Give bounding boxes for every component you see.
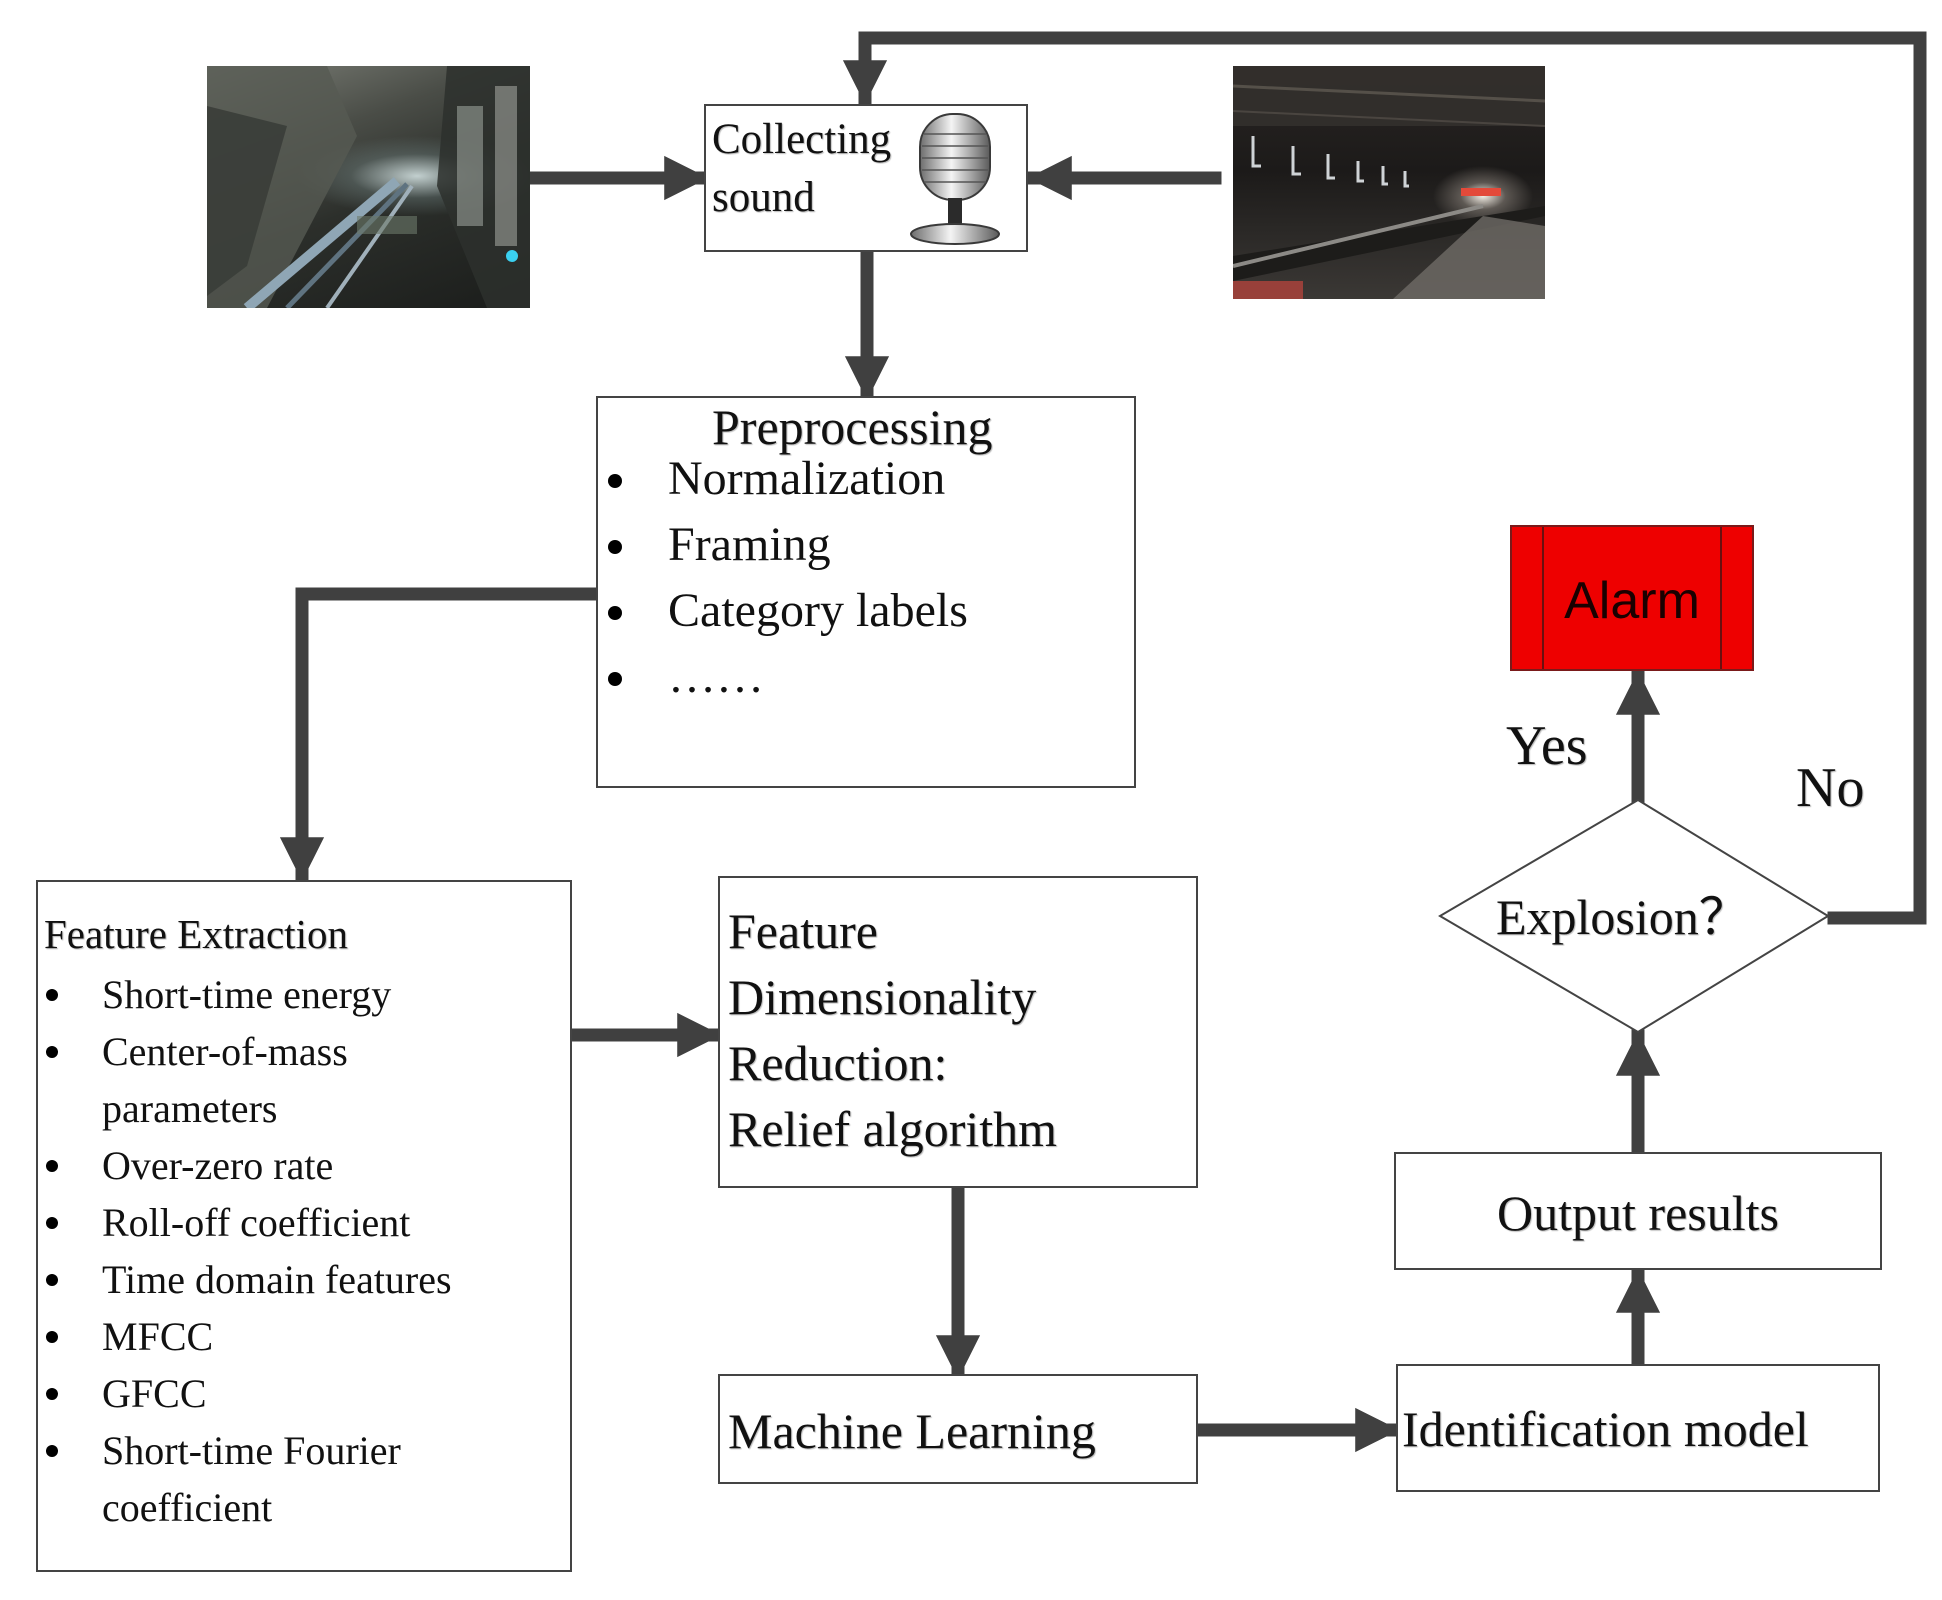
tunnel-scene-right-art [1233, 66, 1545, 299]
preprocessing-box: Preprocessing Normalization Framing Cate… [596, 396, 1136, 788]
feature-item: Short-time energy [38, 966, 452, 1023]
identification-model-box: Identification model [1396, 1364, 1880, 1492]
alarm-box: Alarm [1510, 525, 1754, 671]
feature-extraction-title: Feature Extraction [44, 911, 348, 957]
dimensionality-reduction-box: Feature Dimensionality Reduction: Relief… [718, 876, 1198, 1188]
alarm-right-stripe [1720, 527, 1722, 669]
reduction-line2: Dimensionality [728, 969, 1037, 1025]
mine-conveyor-photo-right [1233, 66, 1545, 299]
feature-item: Over-zero rate [38, 1137, 452, 1194]
output-results-box: Output results [1394, 1152, 1882, 1270]
alarm-left-stripe [1542, 527, 1544, 669]
arrow-decision-no-loop-to-collect [842, 31, 1927, 925]
collecting-sound-line1: Collecting [712, 116, 892, 163]
feature-item: Roll-off coefficient [38, 1194, 452, 1251]
arrow-preprocessing-to-feature-extraction [279, 587, 607, 884]
reduction-line3: Reduction: [728, 1035, 948, 1091]
collecting-sound-box: Collecting sound [704, 104, 1028, 252]
collecting-sound-line2: sound [712, 174, 815, 221]
output-results-label: Output results [1497, 1185, 1779, 1241]
feature-item: Center-of-mass parameters [38, 1023, 452, 1137]
preprocessing-item: Normalization [598, 450, 968, 516]
feature-item: GFCC [38, 1365, 452, 1422]
decision-diamond [1438, 798, 1830, 1034]
feature-item: Time domain features [38, 1251, 452, 1308]
identification-model-label: Identification model [1402, 1401, 1809, 1457]
edge-label-no: No [1796, 757, 1865, 819]
alarm-label: Alarm [1564, 572, 1700, 630]
machine-learning-label: Machine Learning [728, 1403, 1096, 1459]
preprocessing-list: Normalization Framing Category labels …… [598, 450, 968, 714]
preprocessing-title: Preprocessing [712, 399, 993, 455]
decision-label: Explosion？ [1496, 889, 1749, 945]
feature-extraction-box: Feature Extraction Short-time energy Cen… [36, 880, 572, 1572]
tunnel-scene-left-art [207, 66, 530, 308]
machine-learning-box: Machine Learning [718, 1374, 1198, 1484]
feature-extraction-list: Short-time energy Center-of-mass paramet… [38, 966, 452, 1536]
reduction-line1: Feature [728, 903, 878, 959]
feature-item: Short-time Fourier coefficient [38, 1422, 452, 1536]
feature-item: MFCC [38, 1308, 452, 1365]
mine-tunnel-photo-left [207, 66, 530, 308]
preprocessing-item: Category labels [598, 582, 968, 648]
edge-label-yes: Yes [1506, 715, 1588, 777]
microphone-icon [910, 113, 1000, 245]
preprocessing-item: Framing [598, 516, 968, 582]
reduction-line4: Relief algorithm [728, 1101, 1058, 1157]
preprocessing-item: …… [598, 648, 968, 714]
